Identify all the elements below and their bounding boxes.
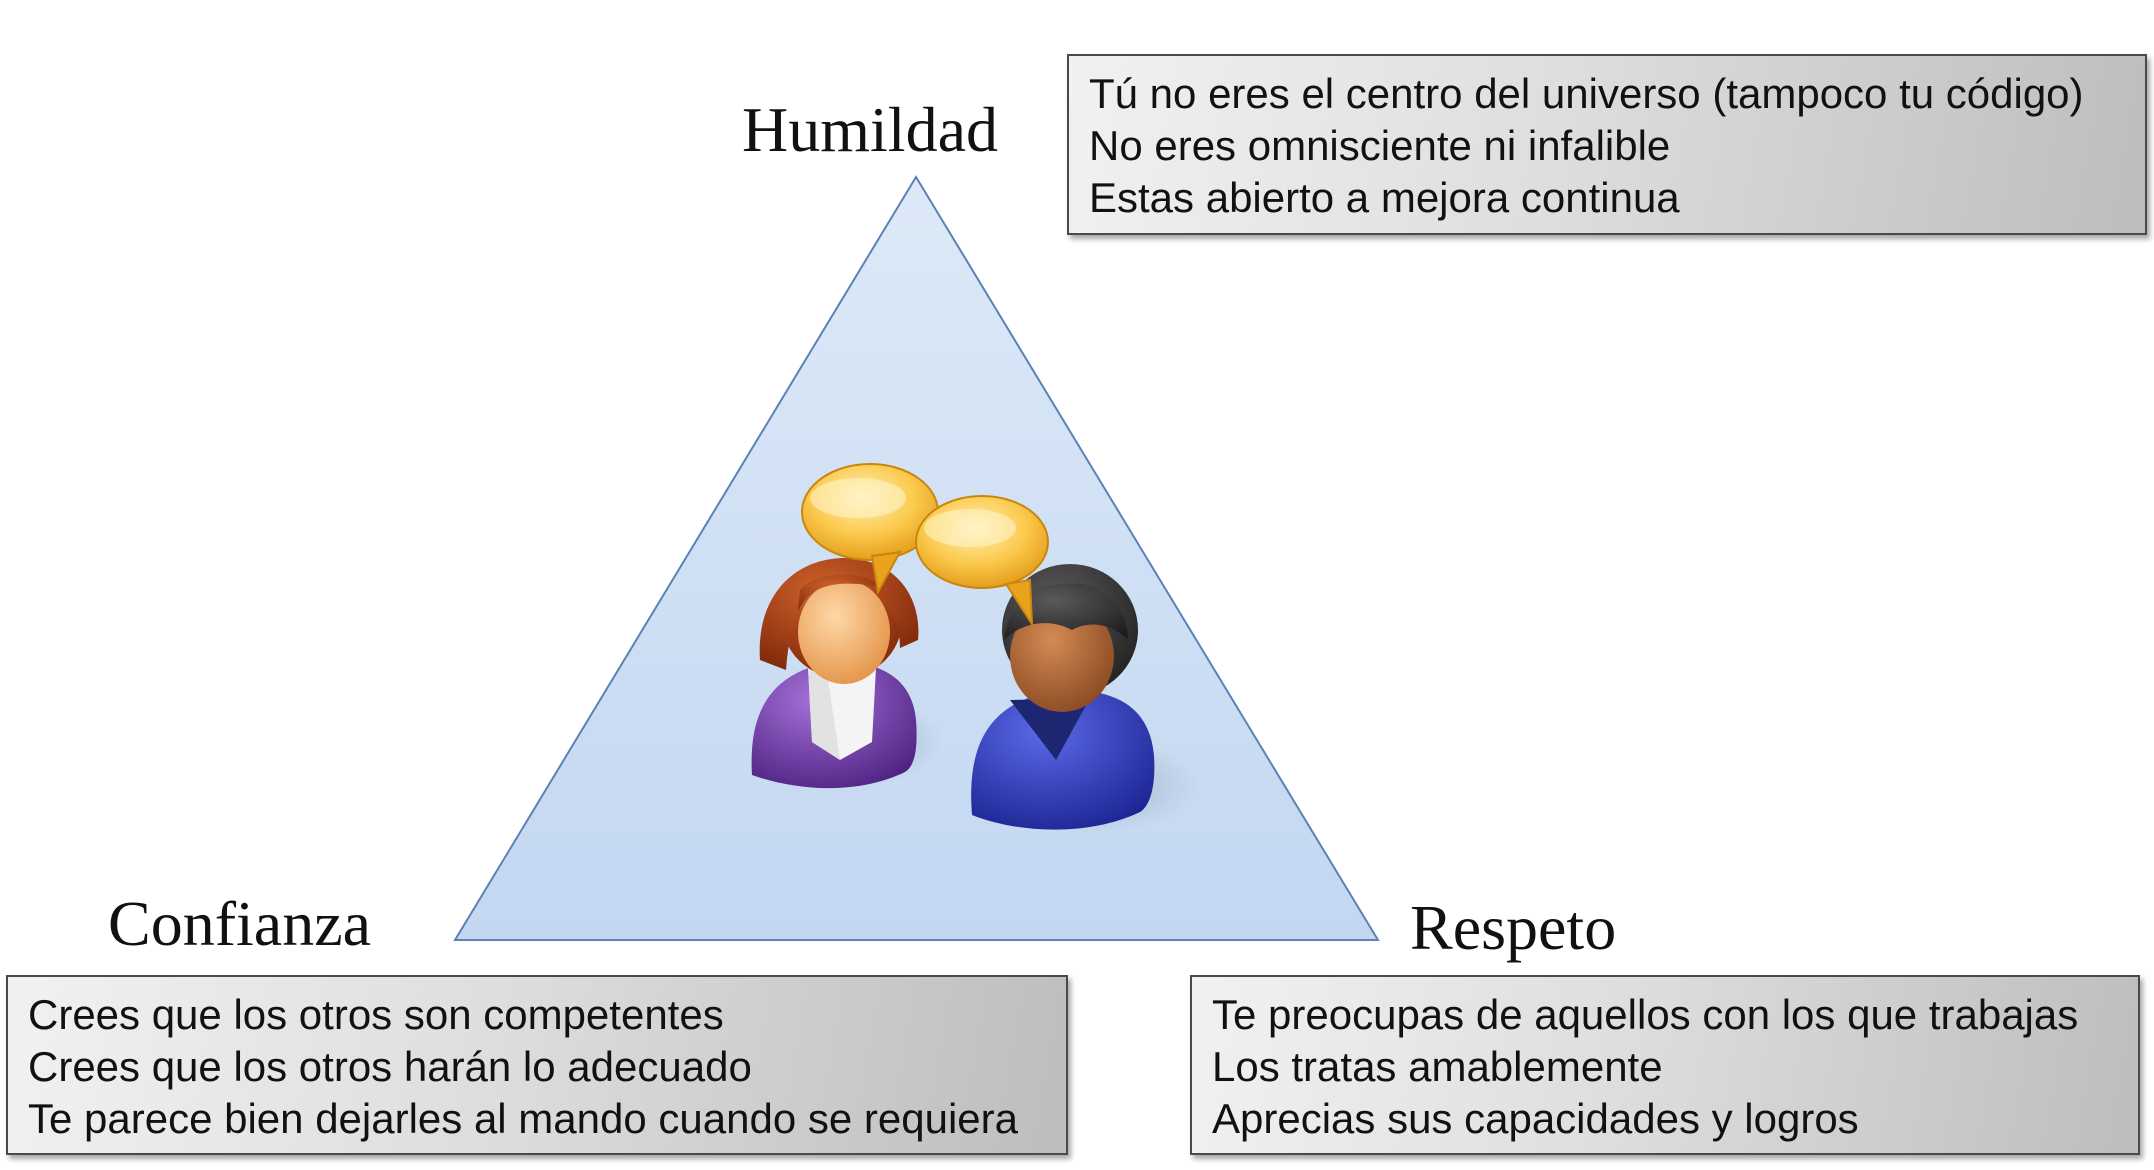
- label-confianza: Confianza: [108, 888, 371, 959]
- confianza-line-1: Crees que los otros son competentes: [28, 991, 724, 1038]
- respeto-line-1: Te preocupas de aquellos con los que tra…: [1212, 991, 2079, 1038]
- trust-triangle: [453, 175, 1380, 941]
- respeto-box: Te preocupas de aquellos con los que tra…: [1190, 975, 2140, 1155]
- label-humildad: Humildad: [742, 94, 998, 165]
- label-respeto: Respeto: [1410, 892, 1617, 963]
- speech-bubble-left: [801, 463, 939, 596]
- respeto-line-3: Aprecias sus capacidades y logros: [1212, 1095, 1859, 1142]
- humildad-line-1: Tú no eres el centro del universo (tampo…: [1089, 70, 2084, 117]
- humildad-line-2: No eres omnisciente ni infalible: [1089, 122, 1671, 169]
- woman-figure: [751, 558, 919, 789]
- humildad-box: Tú no eres el centro del universo (tampo…: [1067, 54, 2147, 235]
- man-figure: [971, 564, 1155, 830]
- confianza-box: Crees que los otros son competentes Cree…: [6, 975, 1068, 1155]
- respeto-line-2: Los tratas amablemente: [1212, 1043, 1663, 1090]
- confianza-line-2: Crees que los otros harán lo adecuado: [28, 1043, 752, 1090]
- confianza-line-3: Te parece bien dejarles al mando cuando …: [28, 1095, 1018, 1142]
- humildad-line-3: Estas abierto a mejora continua: [1089, 174, 1680, 221]
- two-people-talking-icon: [751, 463, 1200, 833]
- speech-bubble-right: [915, 495, 1049, 628]
